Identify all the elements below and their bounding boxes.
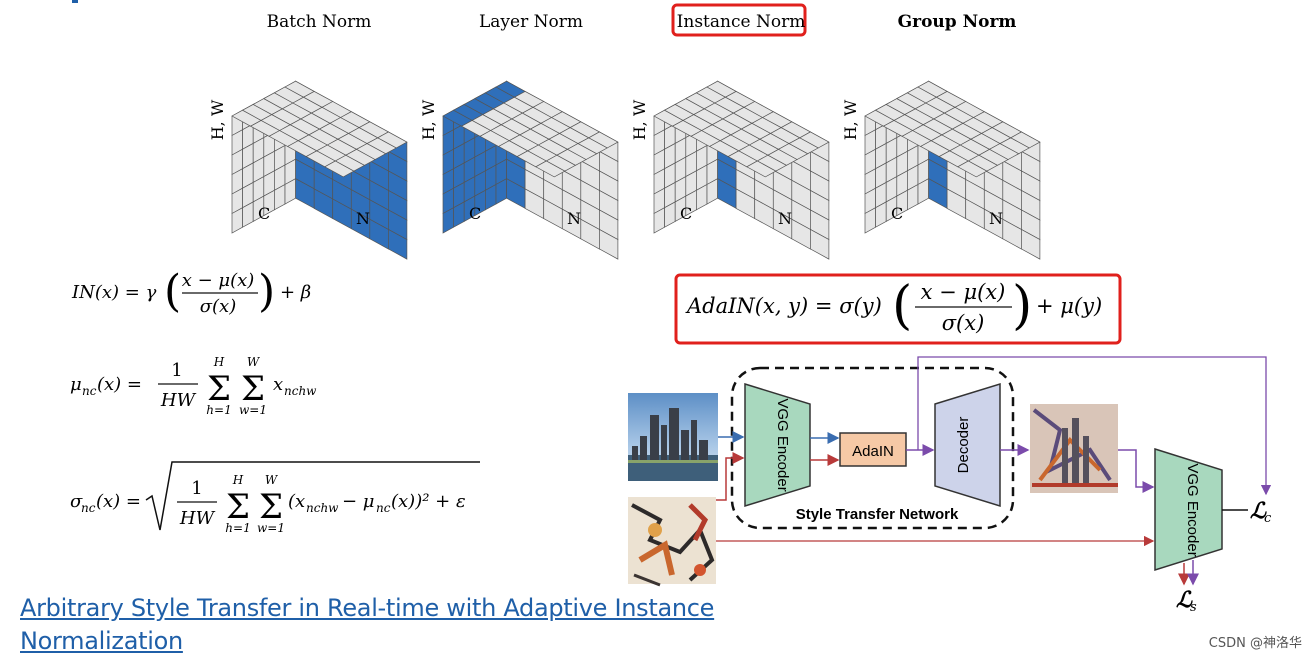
adain-block-label: AdaIN (852, 443, 894, 460)
formula-in-num: x − μ(x) (182, 270, 255, 291)
paper-link[interactable]: Arbitrary Style Transfer in Real-time wi… (20, 594, 715, 655)
formula-mu: μ nc (x) = 1 HW H Σ h=1 W Σ w=1 x nchw (70, 355, 317, 417)
axis-n-instance: N (778, 209, 792, 228)
formula-sigma-sum2-top: W (265, 473, 279, 487)
formula-sigma-sub: nc (81, 501, 96, 515)
formula-sigma-sum1-top: H (232, 473, 244, 487)
formula-sigma-term-sub2: nc (376, 501, 391, 515)
formula-adain-lparen: ( (892, 276, 912, 336)
formula-sigma-term-mid: − μ (342, 491, 375, 512)
axis-hw-group: H, W (841, 99, 860, 140)
loss-style-label: ℒ (1176, 587, 1193, 613)
formula-sigma-sqrt (145, 461, 480, 531)
formula-in: IN(x) = γ ( x − μ(x) σ(x) ) + β (71, 266, 311, 317)
loss-style-sub: s (1190, 600, 1197, 615)
axis-n-group: N (989, 209, 1003, 228)
axis-n-layer: N (567, 209, 581, 228)
formula-in-lhs: IN(x) = γ (71, 282, 157, 303)
cube-cell (1021, 228, 1041, 260)
formula-in-rparen: ) (258, 266, 275, 317)
formula-mu-num: 1 (171, 360, 182, 381)
axis-hw-instance: H, W (630, 99, 649, 140)
axis-c-group: C (891, 204, 903, 223)
axis-labels: H, W C N H, W C N H, W C N H, W C N (208, 99, 1003, 228)
style-transfer-network-box (730, 366, 1015, 530)
formula-adain-rhs: + μ(y) (1036, 294, 1102, 318)
vgg-encoder-block (744, 382, 811, 508)
formula-mu-term: x (273, 374, 283, 395)
cube-cell (599, 228, 619, 260)
arrow-adain-to-loss-c (917, 356, 1272, 496)
output-image (1030, 404, 1118, 493)
loss-content-label: ℒ (1250, 498, 1267, 524)
vgg-encoder-2-label: VGG Encoder (1184, 463, 1201, 556)
vgg-encoder-label: VGG Encoder (774, 398, 791, 491)
cube-cell (588, 131, 619, 149)
network-diagram: VGG Encoder AdaIN Decoder Style Transfer… (628, 356, 1272, 615)
formula-mu-sum2-bot: w=1 (239, 403, 267, 417)
cube-cell (388, 228, 408, 260)
decoder-block (934, 382, 1001, 508)
axis-c-layer: C (469, 204, 481, 223)
formula-sigma-term-sub: nchw (306, 501, 339, 515)
axis-c-batch: C (258, 204, 270, 223)
formula-sigma-sum2: Σ (259, 487, 283, 527)
instance-norm-highlight (671, 3, 807, 37)
top-left-mark (72, 0, 78, 3)
cube-cell (377, 131, 408, 149)
axis-n-batch: N (356, 209, 370, 228)
formula-in-rhs: + β (280, 282, 311, 303)
formula-adain-den: σ(x) (942, 311, 985, 335)
formula-sigma-num: 1 (191, 478, 202, 499)
vgg-encoder-2-block (1154, 447, 1223, 572)
cube-title-batch: Batch Norm (267, 12, 372, 32)
formula-mu-lhs: μ (70, 374, 82, 395)
formula-adain-lhs: AdaIN(x, y) = σ(y) (685, 294, 882, 318)
style-image (628, 497, 716, 587)
formula-in-den: σ(x) (200, 296, 236, 317)
axis-c-instance: C (680, 204, 692, 223)
cube-title-layer: Layer Norm (479, 12, 583, 32)
axis-hw-layer: H, W (419, 99, 438, 140)
formula-mu-sum1-top: H (213, 355, 225, 369)
formula-mu-sum2: Σ (241, 369, 265, 409)
formula-mu-sum1-bot: h=1 (206, 403, 231, 417)
formula-sigma-sum2-bot: w=1 (257, 521, 285, 535)
formula-mu-sum2-top: W (247, 355, 261, 369)
cube-cell (1010, 131, 1041, 149)
formula-sigma-sum1-bot: h=1 (225, 521, 250, 535)
arrow-style-to-encoder (716, 452, 745, 501)
adain-formula-highlight (674, 273, 1122, 345)
formula-adain-rparen: ) (1012, 276, 1032, 336)
cube-cell (799, 131, 830, 149)
formula-sigma-den: HW (179, 508, 216, 529)
arrow-output-to-encoder2 (1118, 449, 1155, 493)
formula-mu-sub: nc (82, 384, 97, 398)
formula-sigma-arg: (x) = (96, 491, 141, 512)
formula-mu-arg: (x) = (97, 374, 142, 395)
formula-sigma-sum1: Σ (226, 487, 250, 527)
formula-mu-sum1: Σ (207, 369, 231, 409)
formula-sigma-term: (x (288, 491, 305, 512)
content-image (628, 393, 718, 481)
formula-sigma-term-end: (x))² + ε (391, 491, 466, 512)
cube-title-group: Group Norm (898, 12, 1017, 32)
formula-sigma-lhs: σ (70, 491, 83, 512)
axis-hw-batch: H, W (208, 99, 227, 140)
cube-cell (810, 228, 830, 260)
adain-block (839, 432, 907, 467)
formula-adain: AdaIN(x, y) = σ(y) ( x − μ(x) σ(x) ) + μ… (685, 276, 1102, 336)
formula-sigma: σ nc (x) = 1 HW H Σ h=1 W Σ w=1 (x nchw … (70, 461, 480, 535)
style-transfer-network-label: Style Transfer Network (796, 506, 959, 523)
cube-title-instance: Instance Norm (677, 12, 806, 32)
formula-mu-den: HW (160, 390, 197, 411)
loss-content-sub: c (1264, 511, 1272, 526)
formula-adain-num: x − μ(x) (921, 280, 1006, 304)
normalization-cubes (231, 80, 1041, 260)
formula-in-lparen: ( (164, 266, 181, 317)
formula-mu-term-sub: nchw (284, 384, 317, 398)
csdn-watermark: CSDN @神洛华 (1208, 636, 1302, 651)
decoder-block-label: Decoder (955, 417, 972, 474)
